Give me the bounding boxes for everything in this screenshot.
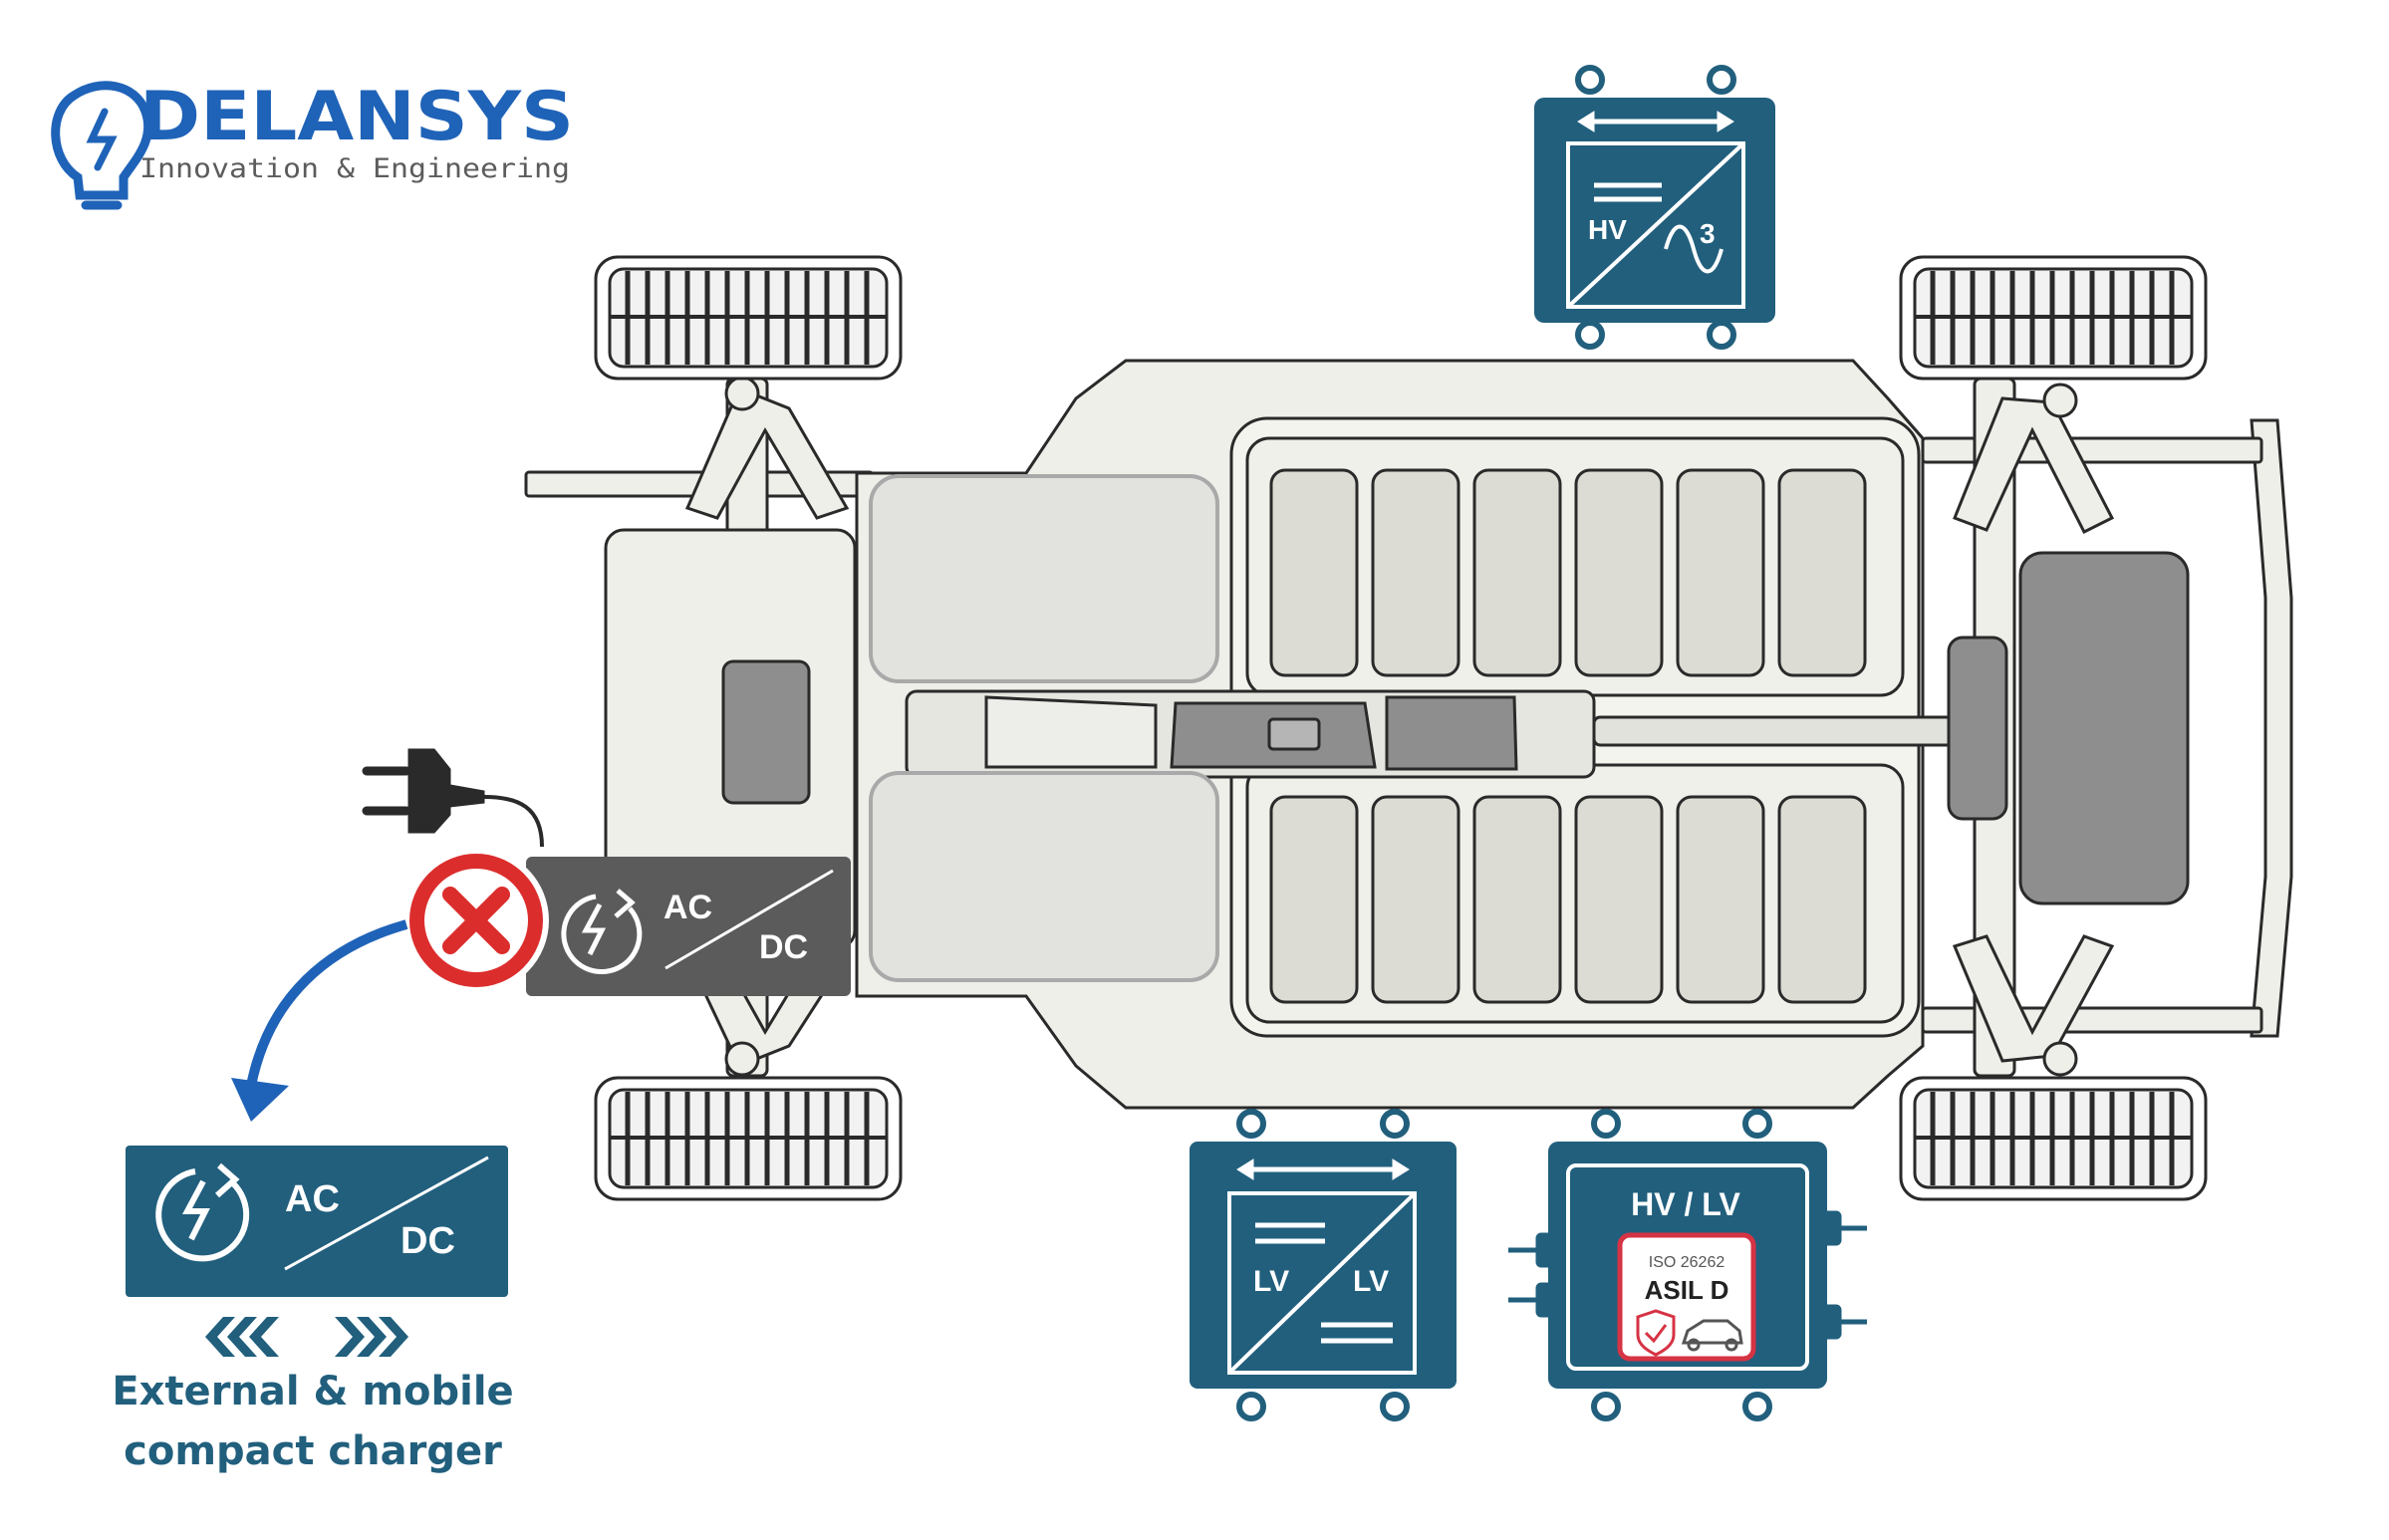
traction-inverter: HV 3 [1534, 65, 1775, 350]
seat-right [869, 771, 1219, 982]
rear-suspension-lower [1952, 934, 2115, 1063]
battery-cell [1574, 795, 1664, 1004]
wheels [594, 255, 2208, 1201]
battery-cell [1269, 795, 1359, 1004]
lv-dcdc-converter: LV LV [1190, 1109, 1457, 1421]
battery-cell [1269, 468, 1359, 677]
onboard-dc-label: DC [759, 928, 808, 966]
inverter-phase-label: 3 [1700, 218, 1716, 249]
rear-motor [2018, 551, 2190, 905]
battery-cell [1777, 468, 1867, 677]
ac-sine-wave-icon [1664, 224, 1724, 274]
drive-shaft [1592, 715, 1955, 747]
bidirectional-chevrons-icon [205, 1317, 408, 1357]
brand-tagline: Innovation & Engineering [139, 153, 570, 184]
external-charger: AC DC External & mobile compact charger [112, 1146, 514, 1474]
seat-left [869, 474, 1219, 683]
tire-front-left [594, 255, 903, 381]
lightbulb-logo-icon [51, 81, 153, 210]
bidirectional-arrow-icon [1236, 1158, 1410, 1180]
onboard-charger: AC DC [231, 748, 851, 1122]
battery-cell [1472, 468, 1562, 677]
front-storage-lid [721, 659, 811, 805]
battery-cell [1676, 468, 1765, 677]
dc-lines-icon [1594, 182, 1662, 202]
hvlv-title: HV / LV [1631, 1186, 1740, 1222]
front-seats [869, 474, 1219, 982]
iso-26262-badge: ISO 26262 ASIL D [1617, 1232, 1756, 1362]
asil-level-label: ASIL D [1645, 1275, 1729, 1305]
inverter-box [1534, 98, 1775, 323]
charging-cycle-icon [155, 1162, 250, 1262]
brand-name: DELANSYS [139, 78, 574, 156]
relocation-arrow [246, 919, 408, 1087]
power-plug-icon [362, 748, 544, 848]
lv-right-label: LV [1353, 1265, 1389, 1298]
dc-lines-icon [1255, 1222, 1393, 1344]
external-charger-caption-line2: compact charger [124, 1428, 502, 1474]
rear-suspension-upper [1953, 396, 2115, 535]
tire-rear-left [1899, 255, 2208, 381]
battery-cell [1676, 795, 1765, 1004]
battery-cell [1777, 795, 1867, 1004]
car-outline-icon [1681, 1319, 1743, 1352]
external-dc-label: DC [400, 1220, 455, 1262]
inverter-hv-label: HV [1588, 214, 1627, 245]
battery-pack [1269, 468, 1867, 1004]
iso-standard-label: ISO 26262 [1649, 1254, 1725, 1271]
lv-left-label: LV [1253, 1265, 1289, 1298]
rear-bumper [2250, 418, 2293, 1038]
x-mark-icon [403, 848, 549, 993]
external-charger-caption-line1: External & mobile [112, 1369, 513, 1414]
company-logo: DELANSYS Innovation & Engineering [51, 78, 574, 210]
onboard-charger-box [526, 857, 851, 996]
charging-cycle-icon [561, 889, 643, 974]
shield-check-icon [1636, 1309, 1676, 1357]
tire-front-right [594, 1076, 903, 1201]
external-ac-label: AC [285, 1178, 340, 1220]
rear-differential [1947, 636, 2008, 821]
battery-cell [1371, 468, 1460, 677]
battery-cell [1371, 795, 1460, 1004]
tire-rear-right [1899, 1076, 2208, 1201]
battery-cell [1472, 795, 1562, 1004]
external-charger-box [126, 1146, 508, 1297]
bidirectional-arrow-icon [1577, 111, 1734, 132]
hvlv-dcdc-converter: HV / LV ISO 26262 ASIL D [1508, 1109, 1867, 1421]
onboard-ac-label: AC [664, 889, 712, 926]
battery-cell [1574, 468, 1664, 677]
